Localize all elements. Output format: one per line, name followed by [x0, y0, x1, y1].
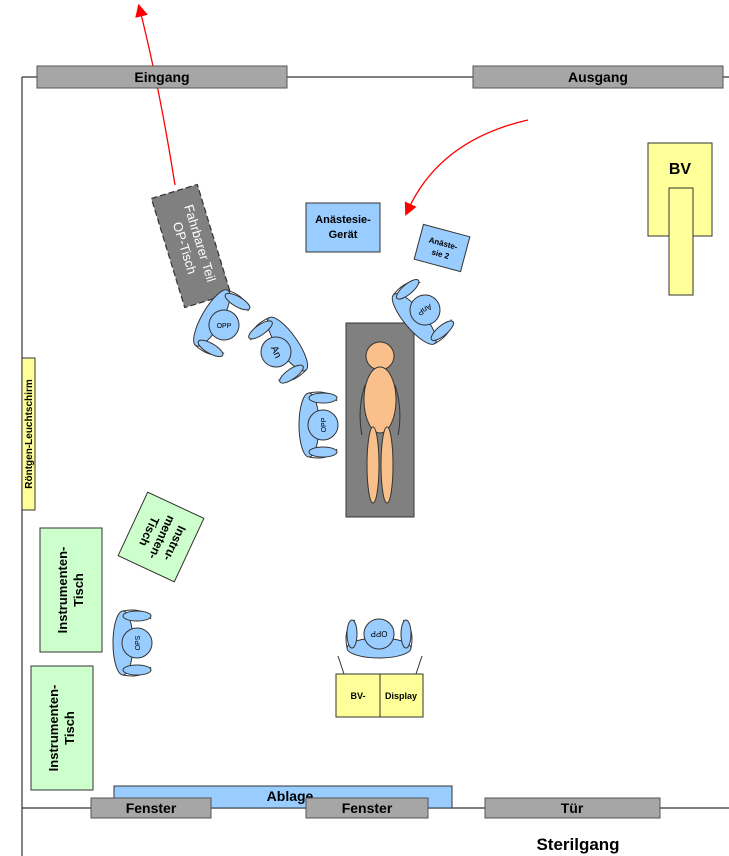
door: Tür	[484, 797, 661, 819]
person-anp: AnP	[384, 274, 459, 352]
person-opp-mid: OPP	[298, 391, 339, 459]
bv-display-label-left: BV-	[350, 691, 365, 701]
person-an-label: An	[268, 344, 283, 360]
person-ops-label: OPS	[135, 635, 142, 650]
door-label: Tür	[561, 800, 584, 816]
instr-1-label-2: Tisch	[71, 573, 86, 607]
window-left: Fenster	[90, 797, 212, 819]
person-opp-mid-label: OPP	[321, 417, 328, 432]
window-right: Fenster	[305, 797, 429, 819]
instrument-table-1: Instrumenten- Tisch	[39, 527, 103, 653]
anesthesia-label-1: Anästesie-	[315, 214, 371, 226]
xray-viewer: Röntgen-Leuchtschirm	[21, 357, 36, 511]
exit: Ausgang	[472, 65, 724, 89]
anesthesia-label-2: Gerät	[329, 229, 358, 241]
person-opp-top: OPP	[186, 283, 254, 362]
instr-1-label-1: Instrumenten-	[55, 547, 70, 634]
shelf-label: Ablage	[267, 788, 314, 804]
entry-arrow	[404, 119, 529, 216]
person-opp-bottom-label: OPP	[371, 629, 388, 638]
person-an: An	[244, 310, 316, 389]
person-ops: OPS	[112, 609, 153, 677]
anesthesia-device: Anästesie- Gerät	[305, 202, 381, 253]
instrument-table-2: Instrumenten- Tisch	[30, 665, 94, 791]
bv-display: BV- Display	[335, 655, 424, 718]
sterile-corridor-label: Sterilgang	[536, 835, 619, 854]
instr-2-label-2: Tisch	[62, 711, 77, 745]
mobile-table-part: Fahrbarer Teil OP-Tisch	[150, 183, 232, 309]
instrument-table-rotated: Instru- menten- Tisch	[117, 491, 205, 583]
patient	[359, 341, 401, 504]
exit-label: Ausgang	[568, 69, 628, 85]
bv-label: BV	[669, 161, 692, 178]
instr-2-label-1: Instrumenten-	[46, 685, 61, 772]
bv-device: BV	[647, 142, 713, 296]
entrance: Eingang	[36, 65, 288, 89]
bv-display-label-right: Display	[385, 691, 417, 701]
window-left-label: Fenster	[126, 800, 177, 816]
window-right-label: Fenster	[342, 800, 393, 816]
entrance-label: Eingang	[134, 69, 189, 85]
anesthesia-device-2: Anäste- sie 2	[413, 223, 471, 273]
person-opp-top-label: OPP	[217, 323, 232, 330]
person-opp-bottom: OPP	[345, 618, 413, 659]
exit-arrow	[135, 3, 176, 186]
xray-viewer-label: Röntgen-Leuchtschirm	[24, 379, 35, 489]
